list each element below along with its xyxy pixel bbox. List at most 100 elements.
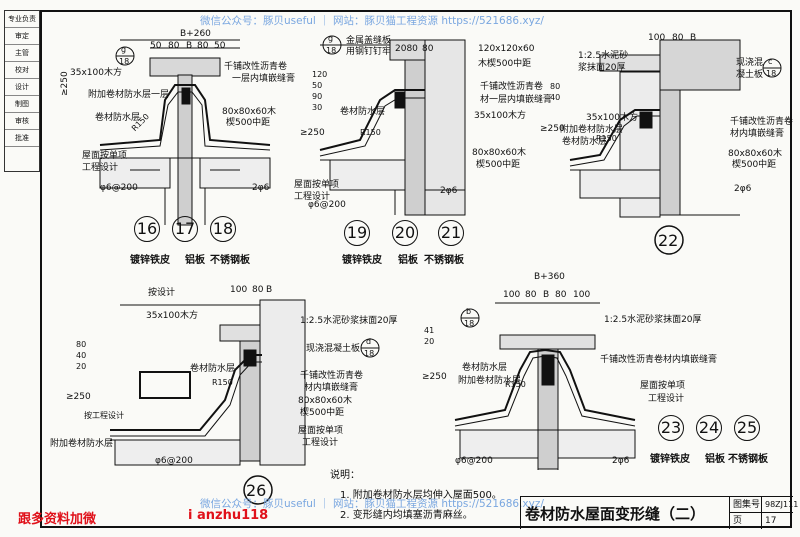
annotation: 楔500中距: [226, 118, 271, 128]
annotation: 80x80x60木: [222, 107, 277, 117]
annotation: 2φ6: [440, 186, 458, 196]
annotation: 一层内填嵌缝膏: [232, 74, 296, 84]
detail-ref-bottom: 18: [326, 46, 337, 55]
annotation: 木楔500中距: [478, 59, 532, 69]
dim-label: ≥250: [66, 392, 91, 402]
material-label: 不锈钢板: [728, 454, 768, 465]
dim-label: 80: [525, 290, 537, 300]
dim-label: 80: [168, 41, 180, 51]
dim-label: B: [186, 41, 193, 51]
annotation: 附加卷材防水层一层: [88, 90, 170, 100]
dim-label: 80: [197, 41, 209, 51]
dim-label: 按设计: [148, 288, 176, 298]
annotation: 2φ6: [734, 184, 752, 194]
annotation: 工程设计: [294, 192, 331, 202]
material-label: 铝板: [398, 255, 418, 266]
dim-label: 30: [312, 103, 323, 112]
detail-number: 21: [438, 220, 464, 246]
annotation: 金属盖缝板: [346, 36, 392, 46]
page-number: 17: [761, 513, 793, 529]
promo-left: 跟多资料加微: [18, 512, 97, 527]
annotation: φ6@200: [155, 456, 193, 466]
annotation: 楔500中距: [476, 160, 521, 170]
annotation: 35x100木方: [586, 113, 638, 123]
sidebar-row: 审定: [5, 28, 39, 45]
dim-label: 80: [672, 33, 684, 43]
material-label: 镀锌铁皮: [650, 454, 690, 465]
dim-label: B+360: [534, 272, 565, 282]
dim-label: 20: [424, 337, 435, 346]
annotation: 屋面按单项: [640, 381, 686, 391]
annotation: ≥250: [60, 71, 70, 96]
annotation: φ6@200: [308, 200, 346, 210]
dim-label: 80: [555, 290, 567, 300]
annotation: 现浇混: [736, 58, 764, 68]
dim-label: B: [266, 285, 273, 295]
page-label: 页: [729, 513, 761, 529]
annotation: 80x80x60木: [298, 396, 353, 406]
annotation: 楔500中距: [732, 160, 777, 170]
sidebar-row: 主管: [5, 45, 39, 62]
dim-label: B: [543, 290, 550, 300]
annotation: 千铺改性沥青卷: [224, 62, 288, 72]
dim-label: 50: [150, 41, 162, 51]
annotation: 35x100木方: [70, 68, 122, 78]
annotation: 按工程设计: [84, 411, 124, 420]
annotation: 千铺改性沥青卷材内填嵌缝膏: [600, 355, 718, 365]
detail-number: 25: [734, 415, 760, 441]
atlas-label: 图集号: [729, 497, 761, 513]
annotation: 卷材防水层: [340, 107, 386, 117]
dim-label: 100: [230, 285, 248, 295]
annotation: 35x100木方: [146, 311, 198, 321]
annotation: 工程设计: [302, 438, 339, 448]
detail-number: 20: [392, 220, 418, 246]
material-label: 铝板: [705, 454, 725, 465]
notes-heading: 说明：: [330, 470, 360, 481]
annotation: 现浇混凝土板: [306, 344, 361, 354]
annotation: 1:2.5水泥砂: [578, 51, 629, 61]
dim-label: 100: [648, 33, 666, 43]
material-label: 镀锌铁皮: [130, 255, 170, 266]
detail-ref-bottom: 18: [766, 69, 777, 78]
annotation: 用钢钉钉牢: [346, 47, 392, 57]
watermark-top: 微信公众号：豚贝useful ｜ 网站：豚贝猫工程资源 https://5216…: [200, 15, 544, 27]
dim-label: ≥250: [422, 372, 447, 382]
annotation: 120x120x60: [478, 44, 535, 54]
drawing-title: 卷材防水屋面变形缝（二）: [525, 505, 706, 523]
dim-label: R150: [360, 128, 381, 137]
annotation: 千铺改性沥青卷: [480, 82, 544, 92]
annotation: 80x80x60木: [472, 148, 527, 158]
annotation: 卷材防水层: [562, 137, 608, 147]
detail-number: 22: [658, 231, 679, 250]
dim-label: 100: [503, 290, 521, 300]
dim-label: 80: [252, 285, 264, 295]
sidebar-row: 制图: [5, 96, 39, 113]
dim-label: 2080: [395, 44, 418, 54]
note-item: 2. 变形缝内均填塞沥青麻丝。: [340, 510, 473, 521]
detail-ref-top: g: [328, 34, 334, 43]
sidebar-row: 专业负责: [5, 11, 39, 28]
dim-label: 120: [312, 70, 328, 79]
material-label: 镀锌铁皮: [342, 255, 382, 266]
detail-number: 24: [696, 415, 722, 441]
annotation: 工程设计: [82, 163, 119, 173]
watermark-bottom: 微信公众号：豚贝useful ｜ 网站：豚贝猫工程资源 https://5216…: [200, 498, 544, 510]
annotation: 工程设计: [648, 394, 685, 404]
annotation: 材内填嵌缝膏: [304, 383, 359, 393]
annotation: φ6@200: [455, 456, 493, 466]
sidebar-row: 设计: [5, 79, 39, 96]
annotation: 卷材防水层: [190, 364, 236, 374]
sidebar-row: 批准: [5, 130, 39, 147]
signature-sidebar: 专业负责 审定 主管 校对 设计 制图 审核 批准: [4, 10, 40, 172]
dim-label: 100: [573, 290, 591, 300]
detail-ref-top: d: [366, 337, 372, 346]
dim-label: 90: [312, 92, 323, 101]
annotation: 附加卷材防水层: [560, 125, 624, 135]
dim-label: 50: [214, 41, 226, 51]
detail-ref-top: b: [466, 307, 472, 316]
detail-number: 17: [172, 216, 198, 242]
detail-number: 19: [344, 220, 370, 246]
detail-ref-bottom: 18: [119, 57, 130, 66]
annotation: 80x80x60木: [728, 149, 783, 159]
